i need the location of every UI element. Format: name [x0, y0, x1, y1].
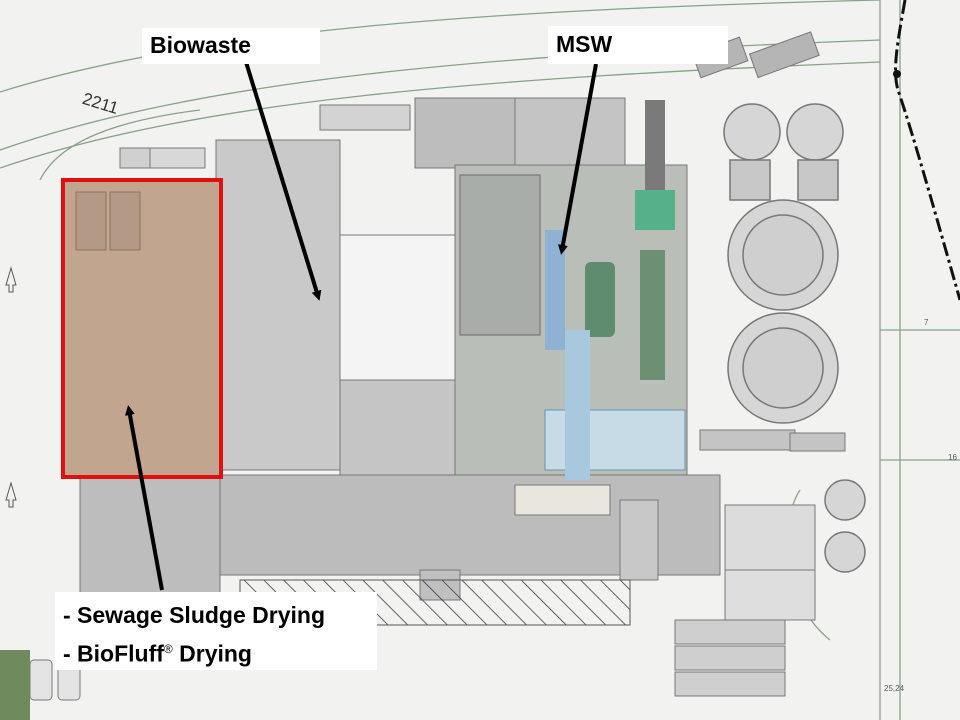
arrow-biowaste: [244, 61, 322, 301]
msw-label: MSW: [548, 26, 728, 64]
dimension-label: 25,24: [884, 684, 905, 693]
boundary-node: [893, 70, 901, 78]
biofluff-text: - BioFluff: [63, 640, 164, 667]
arrow-sludge-drying: [124, 405, 164, 591]
dryer-units: [75, 191, 141, 251]
green-area: [0, 650, 30, 720]
north-arrows: [5, 266, 17, 508]
storage-tanks: [723, 103, 866, 573]
sewage-sludge-drying-text: - Sewage Sludge Drying: [63, 602, 325, 628]
trucks-and-cars: [29, 619, 786, 701]
drying-text: Drying: [172, 640, 252, 667]
property-boundary: [894, 0, 960, 301]
process-equipment: [459, 100, 686, 516]
biowaste-label: Biowaste: [142, 28, 320, 64]
arrow-msw: [557, 63, 598, 255]
dimension-label: 16: [948, 453, 957, 462]
sludge-drying-label: - Sewage Sludge Drying - BioFluff® Dryin…: [55, 592, 377, 670]
dimension-label: 7: [924, 318, 929, 327]
registered-mark: ®: [163, 642, 173, 656]
biofluff-drying-text: - BioFluff® Drying: [63, 632, 369, 671]
